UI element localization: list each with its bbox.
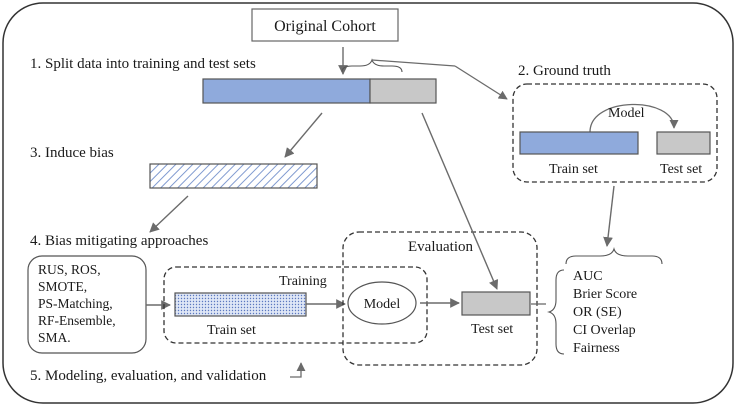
ground-truth-train-label: Train set: [549, 162, 598, 177]
ground-truth-test-label: Test set: [660, 162, 702, 177]
original-cohort-box: [251, 8, 399, 42]
step-5-label: 5. Modeling, evaluation, and validation: [30, 368, 267, 384]
metric-item: OR (SE): [573, 305, 622, 320]
method-item: RUS, ROS,: [38, 262, 101, 277]
to-mitigation-arrow: [149, 195, 189, 233]
metrics-list: AUC Brier Score OR (SE) CI Overlap Fairn…: [573, 269, 641, 356]
method-item: PS-Matching,: [38, 296, 113, 311]
step-2-label: 2. Ground truth: [518, 63, 611, 79]
eval-test-bar: [461, 291, 531, 316]
brace-connector: [371, 59, 456, 67]
evaluation-label: Evaluation: [408, 239, 473, 255]
test-split-to-eval-arrow: [421, 112, 499, 290]
train-split-bar: [202, 78, 371, 104]
methods-list: RUS, ROS, SMOTE, PS-Matching, RF-Ensembl…: [38, 262, 119, 345]
test-set-label: Test set: [471, 322, 513, 337]
metric-item: AUC: [573, 269, 603, 284]
ground-truth-panel: [512, 83, 718, 183]
metric-item: Brier Score: [573, 287, 637, 302]
to-ground-truth-arrow: [454, 65, 508, 100]
ground-truth-to-metrics-arrow: [603, 185, 615, 247]
method-item: RF-Ensemble,: [38, 313, 116, 328]
model-node: [347, 281, 417, 325]
evaluation-panel: [342, 231, 538, 366]
model-label: Model: [364, 297, 401, 312]
method-item: SMA.: [38, 330, 71, 345]
step-1-label: 1. Split data into training and test set…: [30, 56, 256, 72]
biased-train-bar: [149, 163, 318, 189]
test-split-bar: [369, 78, 437, 104]
metric-item: CI Overlap: [573, 323, 636, 338]
training-label: Training: [279, 274, 327, 289]
metric-item: Fairness: [573, 341, 620, 356]
outer-frame: [2, 2, 734, 404]
train-set-label: Train set: [207, 323, 256, 338]
original-cohort-label: Original Cohort: [274, 18, 376, 35]
metrics-top-brace: [565, 247, 663, 265]
ground-truth-test-bar: [656, 131, 711, 155]
step-4-label: 4. Bias mitigating approaches: [30, 233, 208, 249]
ground-truth-train-bar: [519, 131, 639, 155]
ground-truth-model-arc: [589, 103, 679, 133]
step-3-label: 3. Induce bias: [30, 145, 114, 161]
metrics-left-brace: [547, 269, 565, 355]
training-panel: [163, 266, 428, 344]
method-item: SMOTE,: [38, 279, 87, 294]
to-bias-arrow: [284, 112, 323, 158]
ground-truth-model-label: Model: [608, 106, 645, 121]
mitigated-train-bar: [174, 292, 307, 317]
step-5-arrow: [290, 362, 306, 378]
